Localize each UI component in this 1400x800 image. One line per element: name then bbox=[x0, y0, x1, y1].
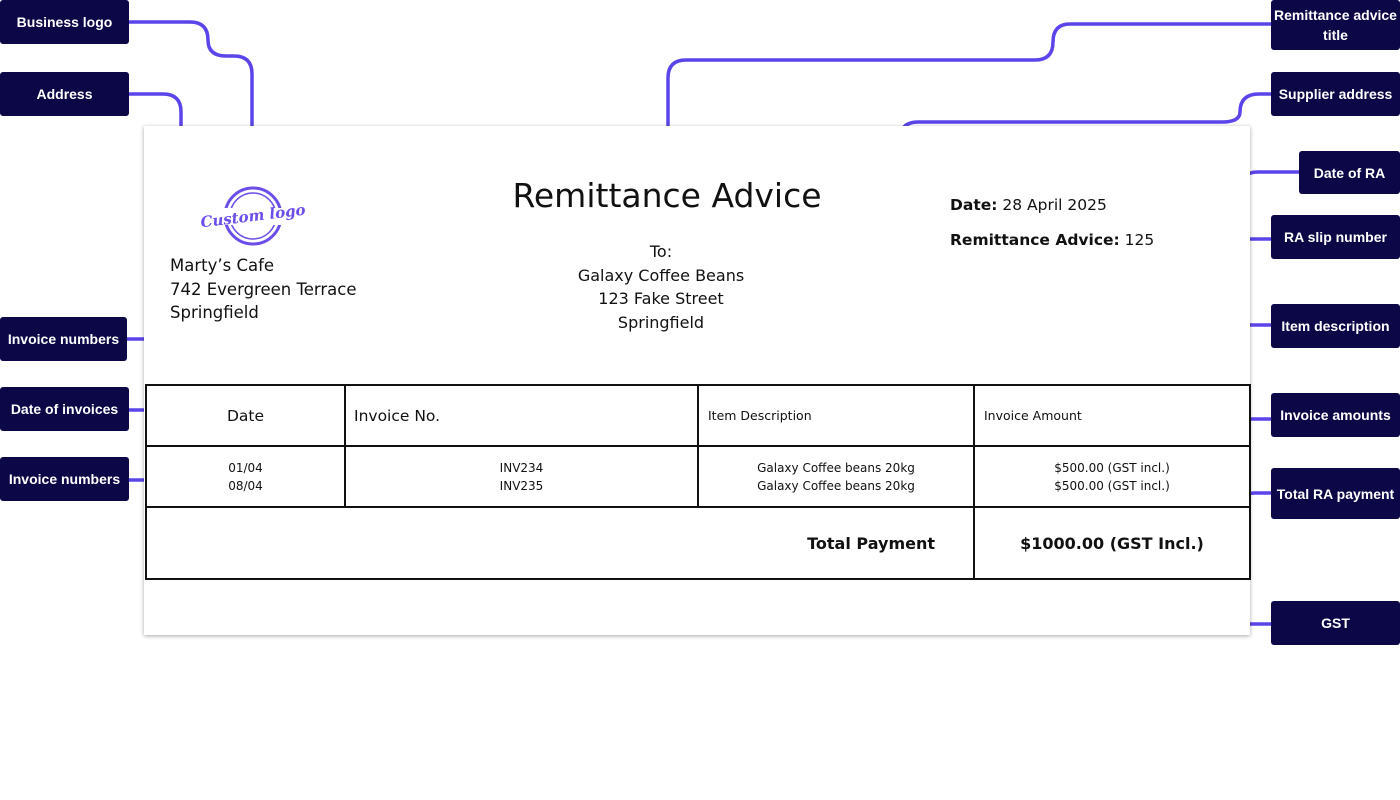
callout-business-logo: Business logo bbox=[0, 0, 129, 44]
to-label: To: bbox=[649, 242, 673, 261]
row-invoice: INV235 bbox=[499, 478, 544, 493]
ra-value: 125 bbox=[1124, 231, 1155, 249]
callout-address: Address bbox=[0, 72, 129, 116]
connector-address bbox=[127, 92, 183, 239]
header-invoice-amount: Invoice Amount bbox=[973, 384, 1251, 447]
callout-date-of-invoices: Date of invoices bbox=[0, 387, 129, 431]
callout-gst: GST bbox=[1271, 601, 1400, 645]
row-description: Galaxy Coffee beans 20kg bbox=[757, 460, 915, 475]
remittance-document: Custom logo Marty’s Cafe 742 Evergreen T… bbox=[144, 126, 1251, 635]
callout-total-ra-payment: Total RA payment bbox=[1271, 468, 1400, 519]
callout-invoice-amounts: Invoice amounts bbox=[1271, 393, 1400, 437]
ra-date: Date: 28 April 2025 bbox=[950, 196, 1107, 214]
ra-number: Remittance Advice: 125 bbox=[950, 231, 1154, 249]
table-row: 01/04 08/04 INV234 INV235 Galaxy Coffee … bbox=[145, 445, 1251, 508]
supplier-name: Galaxy Coffee Beans bbox=[577, 265, 745, 285]
invoice-cell: INV234 INV235 bbox=[344, 445, 699, 508]
business-city: Springfield bbox=[170, 303, 259, 322]
row-date: 08/04 bbox=[228, 478, 263, 493]
callout-supplier-address: Supplier address bbox=[1271, 72, 1400, 116]
table-header-row: Date Invoice No. Item Description Invoic… bbox=[145, 384, 1251, 447]
callout-invoice-numbers-rows: Invoice numbers bbox=[0, 457, 129, 501]
business-address: Marty’s Cafe 742 Evergreen Terrace Sprin… bbox=[170, 254, 357, 325]
business-logo: Custom logo bbox=[200, 182, 306, 248]
row-description: Galaxy Coffee beans 20kg bbox=[757, 478, 915, 493]
date-cell: 01/04 08/04 bbox=[145, 445, 346, 508]
date-value: 28 April 2025 bbox=[1002, 196, 1107, 214]
header-date: Date bbox=[145, 384, 346, 447]
total-label: Total Payment bbox=[145, 506, 975, 580]
ra-label: Remittance Advice: bbox=[950, 231, 1120, 249]
document-title: Remittance Advice bbox=[512, 176, 822, 215]
row-amount: $500.00 (GST incl.) bbox=[1054, 460, 1170, 475]
total-row: Total Payment $1000.00 (GST Incl.) bbox=[145, 506, 1251, 580]
amount-cell: $500.00 (GST incl.) $500.00 (GST incl.) bbox=[973, 445, 1251, 508]
supplier-address: To: Galaxy Coffee Beans 123 Fake Street … bbox=[526, 240, 796, 334]
business-street: 742 Evergreen Terrace bbox=[170, 279, 357, 299]
connector-business-logo bbox=[127, 20, 254, 167]
supplier-street: 123 Fake Street bbox=[598, 289, 724, 308]
header-item-description: Item Description bbox=[697, 384, 975, 447]
business-name: Marty’s Cafe bbox=[170, 256, 275, 275]
callout-invoice-numbers-header: Invoice numbers bbox=[0, 317, 127, 361]
date-label: Date: bbox=[950, 196, 998, 214]
callout-item-description: Item description bbox=[1271, 304, 1400, 348]
callout-date-of-ra: Date of RA bbox=[1299, 151, 1400, 194]
header-invoice-no: Invoice No. bbox=[344, 384, 699, 447]
supplier-city: Springfield bbox=[617, 312, 705, 332]
row-invoice: INV234 bbox=[499, 460, 544, 475]
description-cell: Galaxy Coffee beans 20kg Galaxy Coffee b… bbox=[697, 445, 975, 508]
callout-ra-slip-number: RA slip number bbox=[1271, 215, 1400, 259]
total-value: $1000.00 (GST Incl.) bbox=[973, 506, 1251, 580]
row-amount: $500.00 (GST incl.) bbox=[1054, 478, 1170, 493]
connector-remittance-title bbox=[666, 22, 1273, 176]
row-date: 01/04 bbox=[228, 460, 263, 475]
logo-icon: Custom logo bbox=[200, 186, 306, 246]
invoice-table: Date Invoice No. Item Description Invoic… bbox=[145, 384, 1251, 580]
callout-remittance-title: Remittance advice title bbox=[1271, 0, 1400, 50]
